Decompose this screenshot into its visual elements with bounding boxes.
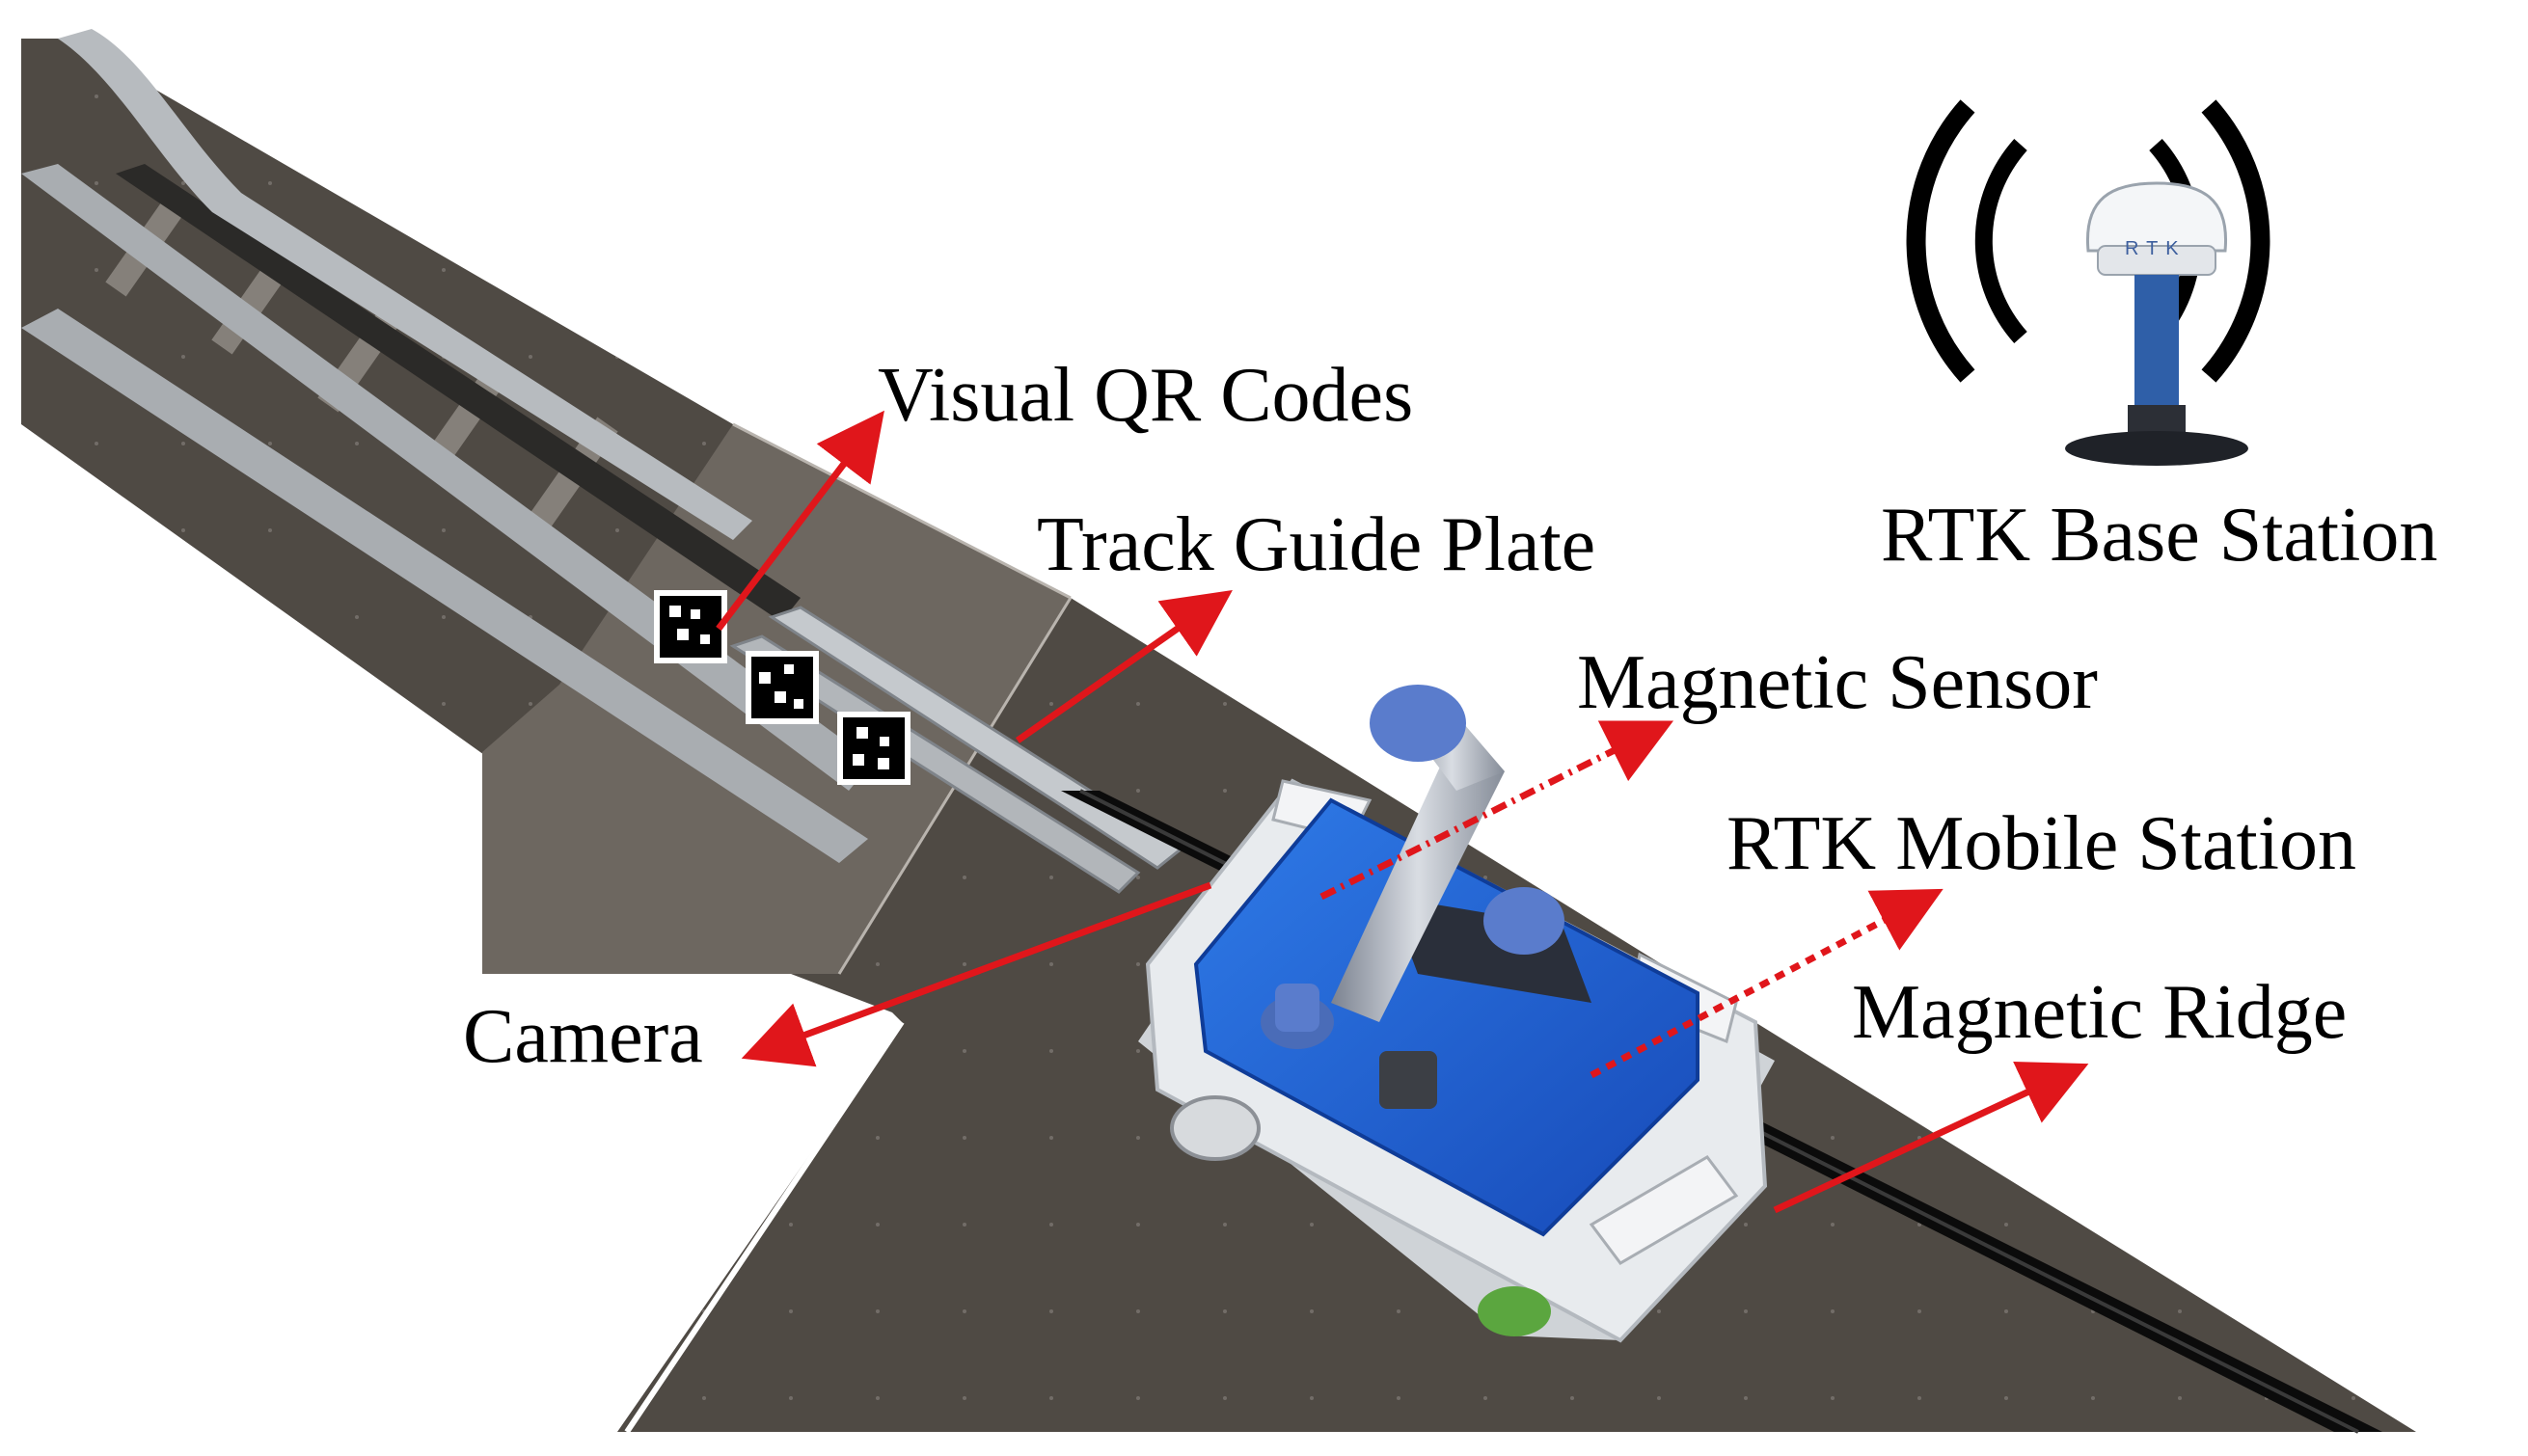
label-visual-qr-codes: Visual QR Codes	[878, 353, 1414, 438]
qr-markers	[654, 590, 911, 785]
qr-marker-icon	[837, 712, 911, 785]
floor-surface	[21, 39, 2416, 1434]
qr-marker-icon	[654, 590, 727, 663]
label-magnetic-sensor: Magnetic Sensor	[1577, 640, 2098, 725]
rtk-base-station	[1906, 99, 2270, 466]
pointer-arrows	[716, 410, 2089, 1214]
label-magnetic-ridge: Magnetic Ridge	[1852, 970, 2348, 1055]
qr-marker-icon	[746, 651, 819, 724]
rtk-dome-text: RTK	[2125, 238, 2187, 259]
track-guide-plate	[729, 606, 1184, 894]
label-rtk-mobile-station: RTK Mobile Station	[1726, 801, 2356, 886]
arrow-magnetic-sensor	[1319, 720, 1674, 901]
label-rtk-base-station: RTK Base Station	[1881, 493, 2438, 578]
mobile-robot	[1138, 685, 1775, 1343]
label-camera: Camera	[463, 994, 703, 1079]
arrow-visual-qr-codes	[716, 410, 884, 632]
arrow-camera	[741, 881, 1212, 1067]
arrow-magnetic-ridge	[1773, 1062, 2089, 1214]
label-track-guide-plate: Track Guide Plate	[1037, 502, 1596, 587]
arrow-track-guide-plate	[1015, 589, 1233, 743]
